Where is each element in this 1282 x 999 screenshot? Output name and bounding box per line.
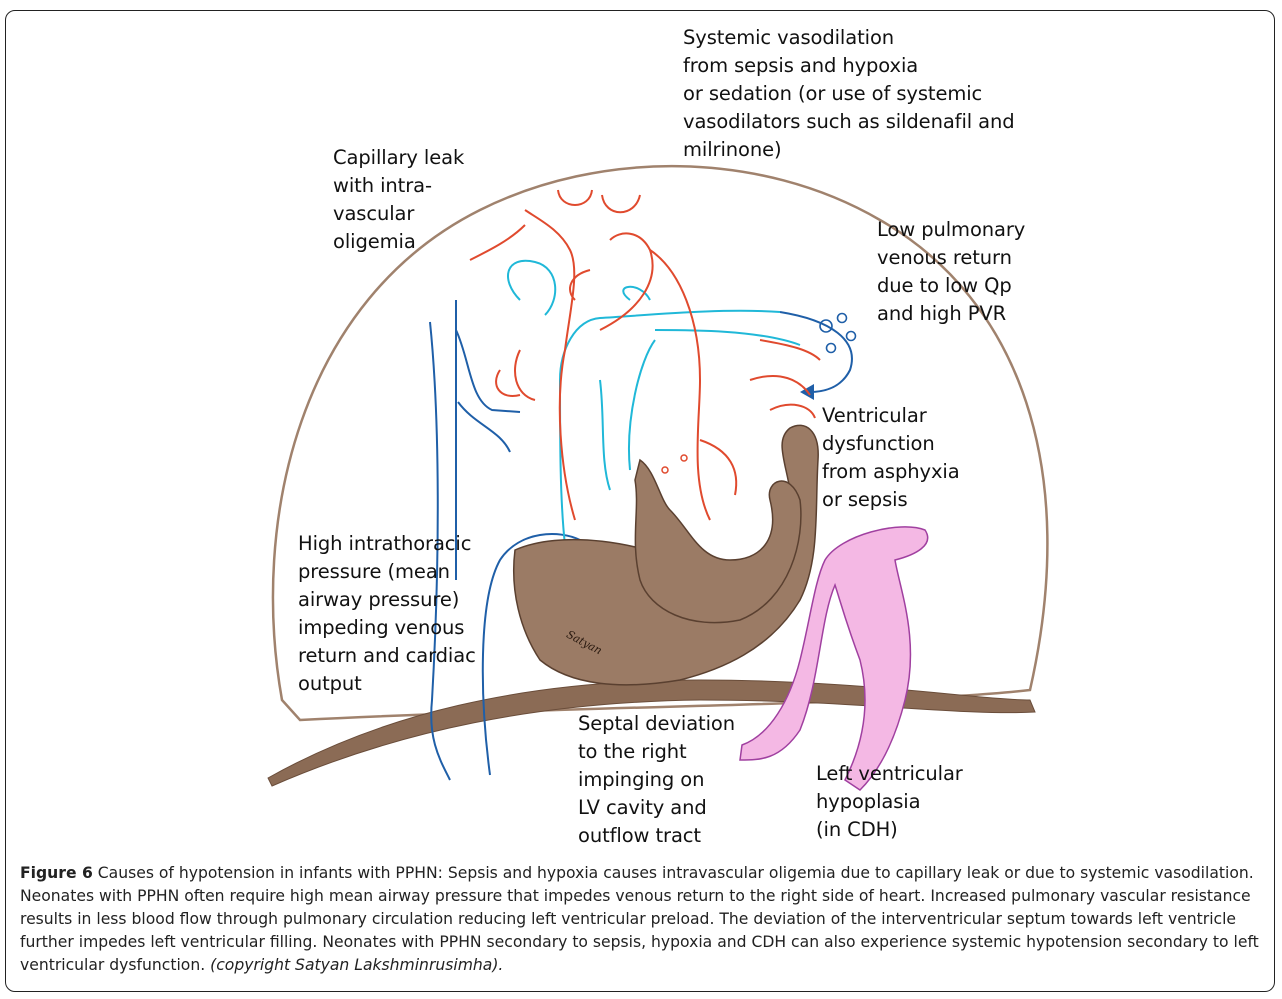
red-branch-5 <box>760 340 820 360</box>
vein-branch-2 <box>458 402 510 452</box>
red-branch-8 <box>700 440 736 495</box>
label-high-intrathoracic-pressure: High intrathoracic pressure (mean airway… <box>298 530 476 698</box>
aorta-arch <box>525 210 575 520</box>
top-u-2 <box>602 195 640 212</box>
label-low-pulmonary-venous-return: Low pulmonary venous return due to low Q… <box>877 216 1025 328</box>
top-u-1 <box>558 190 592 205</box>
figure-caption: Figure 6 Causes of hypotension in infant… <box>20 862 1264 977</box>
figure-number: Figure 6 <box>20 864 93 882</box>
pulmonary-artery-5 <box>629 340 655 470</box>
aorta-descend <box>650 250 710 520</box>
red-branch-1 <box>470 225 525 260</box>
pulmonary-artery-6 <box>600 380 610 490</box>
label-septal-deviation: Septal deviation to the right impinging … <box>578 710 735 850</box>
caption-copyright: (copyright Satyan Lakshminrusimha). <box>210 956 503 974</box>
label-systemic-vasodilation: Systemic vasodilation from sepsis and hy… <box>683 24 1015 164</box>
label-ventricular-dysfunction: Ventricular dysfunction from asphyxia or… <box>822 402 960 514</box>
caption-text: Causes of hypotension in infants with PP… <box>20 864 1259 974</box>
pulmonary-artery-2 <box>508 261 555 315</box>
red-branch-3 <box>515 350 535 400</box>
red-dot-2 <box>681 455 687 461</box>
circle-3 <box>847 332 856 341</box>
red-dot-1 <box>662 467 668 473</box>
label-lv-hypoplasia: Left ventricular hypoplasia (in CDH) <box>816 760 963 844</box>
red-branch-7 <box>770 405 815 418</box>
label-capillary-leak: Capillary leak with intra- vascular olig… <box>333 144 464 256</box>
circle-4 <box>827 344 836 353</box>
vein-branch-1 <box>456 330 520 412</box>
circle-2 <box>838 314 847 323</box>
red-dot-3 <box>778 463 782 467</box>
